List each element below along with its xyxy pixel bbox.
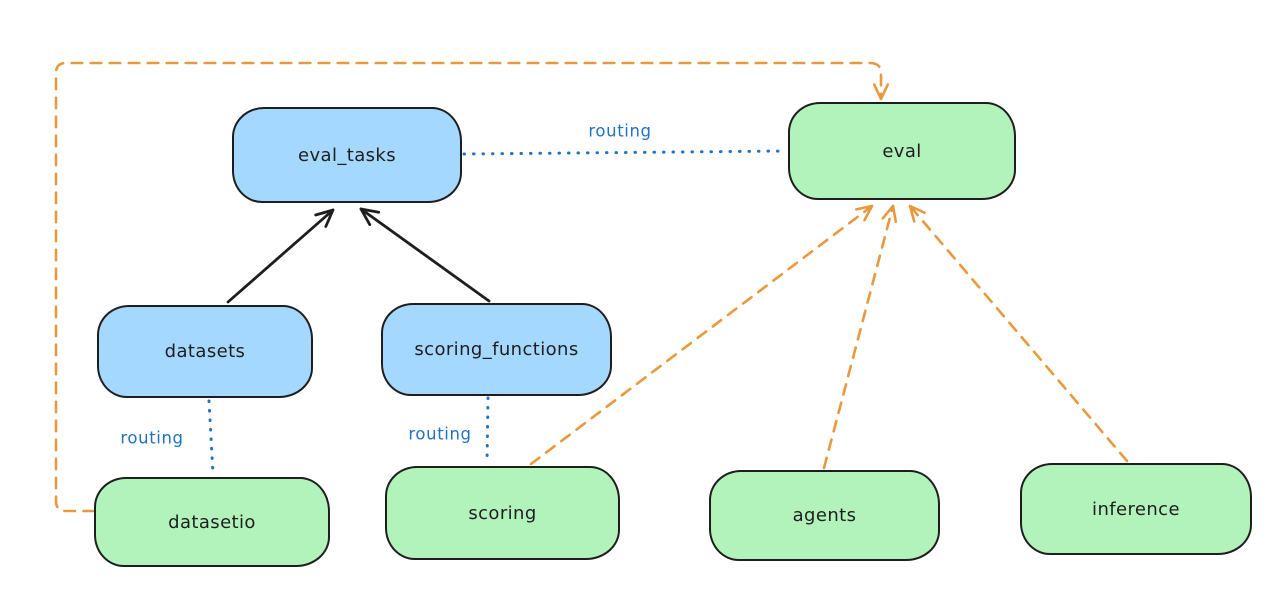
node-inference-label: inference [1092,498,1180,520]
node-scoring: scoring [385,466,620,560]
arrowhead-datasetio-to-eval [872,83,890,101]
routing-label-scoring-functions-scoring: routing [408,424,472,444]
node-eval-label: eval [882,140,922,162]
routing-label-eval-tasks-eval: routing [588,121,652,141]
edge-datasets-to-eval-tasks [226,208,335,304]
node-scoring-functions: scoring_functions [381,303,612,396]
edge-eval-tasks-to-eval-routing [462,149,788,156]
edge-datasetio-to-eval [54,61,883,513]
edge-scoring-functions-to-scoring-routing [485,396,490,465]
edge-scoring-functions-to-eval-tasks [359,207,491,303]
node-datasetio: datasetio [94,477,330,567]
node-datasetio-label: datasetio [168,511,256,533]
edge-inference-to-eval [908,204,1129,463]
node-inference: inference [1020,463,1252,555]
node-agents: agents [709,470,940,561]
node-eval-tasks-label: eval_tasks [297,144,397,166]
edge-datasets-to-datasetio-routing [207,399,215,476]
arrowhead-scoring-functions-to-eval-tasks [359,207,381,227]
arrowhead-datasets-to-eval-tasks [314,208,335,228]
node-eval: eval [788,102,1016,200]
edge-scoring-to-eval [529,204,874,466]
node-datasets-label: datasets [164,341,246,362]
arrowhead-inference-to-eval [908,204,926,223]
edge-agents-to-eval [822,204,895,470]
node-agents-label: agents [792,505,857,526]
node-eval-tasks: eval_tasks [232,107,462,203]
arrowhead-agents-to-eval [881,204,898,223]
routing-label-datasets-datasetio: routing [120,428,184,448]
node-datasets: datasets [97,305,313,398]
arrowhead-scoring-to-eval [855,204,874,222]
node-scoring-functions-label: scoring_functions [414,339,579,360]
node-scoring-label: scoring [468,502,537,524]
